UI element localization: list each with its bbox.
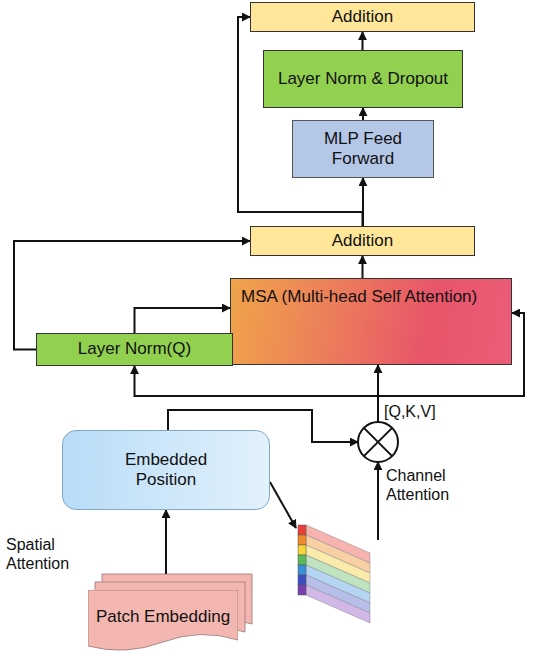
channel-bar: [298, 545, 306, 555]
qkv-wire: [377, 365, 379, 422]
patch-sheet: Patch Embedding: [88, 590, 238, 652]
channel-bar: [298, 525, 306, 535]
flow-arrow: [165, 510, 167, 574]
channel-wire: [270, 482, 296, 528]
node-text: Embedded Position: [111, 450, 221, 491]
norm-box: Layer Norm(Q): [36, 333, 233, 366]
channel-bar: [298, 565, 306, 575]
node-text: MSA (Multi-head Self Attention): [231, 279, 487, 315]
flow-arrow: [362, 32, 364, 50]
attention-box: MSA (Multi-head Self Attention): [230, 278, 512, 365]
channel-bar: [306, 585, 370, 623]
node-text: Layer Norm(Q): [78, 339, 191, 359]
addition-box: Addition: [250, 2, 475, 32]
node-text: Addition: [332, 7, 393, 27]
multiply-symbol: [364, 428, 392, 456]
query-wire: [135, 366, 379, 396]
channel-bar: [298, 555, 306, 565]
node-text: Layer Norm & Dropout: [278, 69, 448, 89]
addition-box: Addition: [250, 226, 475, 256]
node-text: Patch Embedding: [96, 607, 230, 635]
node-text: Addition: [332, 231, 393, 251]
spatial-label: Spatial Attention: [6, 535, 76, 573]
norm-box: Layer Norm & Dropout: [263, 50, 463, 108]
embedding-box: Embedded Position: [62, 430, 270, 510]
mlp-box: MLP Feed Forward: [292, 120, 434, 178]
node-text: MLP Feed Forward: [293, 129, 433, 170]
channel-bar: [298, 535, 306, 545]
multiply-symbol: [358, 422, 398, 462]
channel-label: Channel Attention: [386, 466, 466, 504]
qkv-label: [Q,K,V]: [384, 402, 436, 421]
flow-arrow: [362, 108, 364, 120]
channel-bar: [298, 585, 306, 595]
channel-wire: [377, 462, 379, 540]
flow-arrow: [362, 256, 364, 278]
flow-arrow: [135, 308, 231, 333]
channel-bar: [298, 575, 306, 585]
